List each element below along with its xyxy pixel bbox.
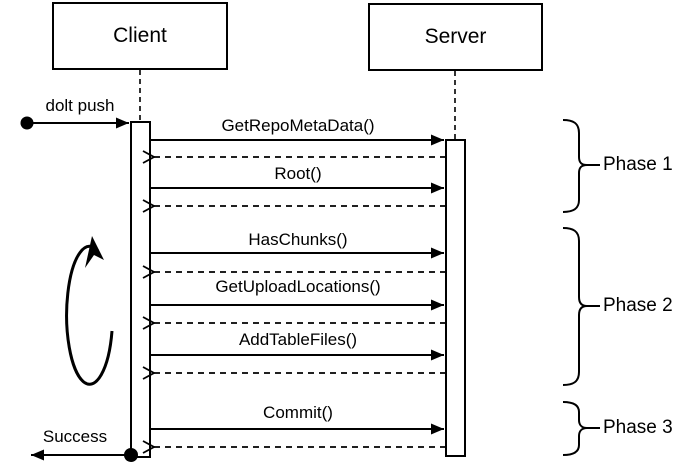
phase-2-brace: [562, 227, 588, 386]
message-label-getuploadlocations: GetUploadLocations(): [215, 277, 381, 296]
actor-box-client: Client: [52, 2, 228, 70]
trigger-label: dolt push: [45, 96, 115, 115]
loop-arrowhead-icon: [85, 236, 104, 268]
client-activation-bar: [130, 121, 151, 458]
result-label: Success: [42, 427, 108, 446]
start-node: [20, 116, 34, 130]
actor-server-label: Server: [424, 25, 487, 48]
phase-3-brace: [562, 401, 588, 456]
phase-2-label: Phase 2: [603, 295, 673, 316]
loop-arrow: [65, 244, 114, 386]
message-label-root: Root(): [274, 164, 322, 183]
actor-client-label: Client: [113, 24, 167, 47]
message-label-addtablefiles: AddTableFiles(): [238, 330, 358, 349]
server-activation-bar: [445, 139, 466, 457]
message-label-commit: Commit(): [263, 403, 333, 422]
phase-1-label: Phase 1: [603, 154, 673, 175]
message-label-getrepometadata: GetRepoMetaData(): [221, 116, 375, 135]
phase-1-brace: [562, 119, 588, 213]
actor-box-server: Server: [368, 3, 543, 71]
phase-3-label: Phase 3: [603, 417, 673, 438]
message-label-haschunks: HasChunks(): [248, 230, 348, 249]
